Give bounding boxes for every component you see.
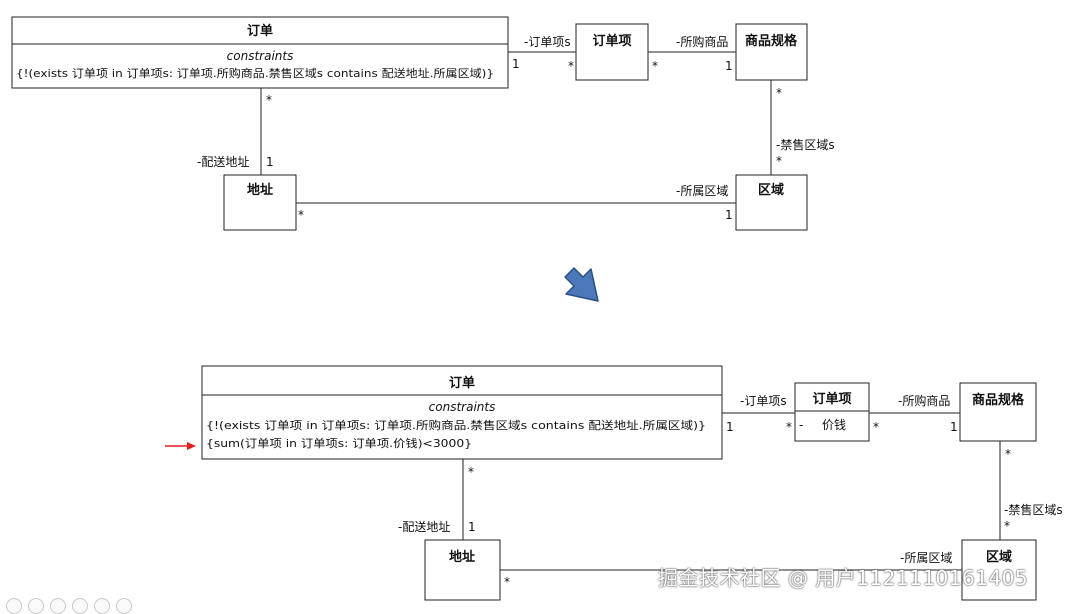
top-order-item-title: 订单项 bbox=[592, 33, 631, 49]
bottom-role-forbidden-regions: -禁售区域s bbox=[1004, 502, 1063, 517]
bottom-mult-forbidden-region: * bbox=[1004, 519, 1010, 533]
highlight-arrow-icon bbox=[165, 442, 196, 450]
top-role-order-items: -订单项s bbox=[524, 35, 571, 49]
top-role-purchased-product: -所购商品 bbox=[676, 34, 728, 49]
bottom-order-constraint-2: {sum(订单项 in 订单项s: 订单项.价钱)<3000} bbox=[206, 436, 472, 450]
top-diagram: 订单 constraints {!(exists 订单项 in 订单项s: 订单… bbox=[11, 16, 835, 231]
bottom-order-title: 订单 bbox=[449, 375, 475, 391]
top-mult-purchased-item: * bbox=[652, 59, 658, 73]
bottom-mult-belonging-address: * bbox=[504, 575, 510, 589]
top-mult-purchased-product: 1 bbox=[725, 59, 733, 73]
bottom-product-spec-title: 商品规格 bbox=[972, 392, 1025, 408]
top-class-product-spec: 商品规格 bbox=[735, 23, 808, 81]
top-class-order: 订单 constraints {!(exists 订单项 in 订单项s: 订单… bbox=[11, 16, 509, 89]
bottom-mult-purchased-product: 1 bbox=[950, 420, 958, 434]
top-order-title: 订单 bbox=[247, 23, 273, 39]
bottom-order-item-attr-price: 价钱 bbox=[822, 417, 846, 432]
bottom-class-address: 地址 bbox=[424, 539, 501, 601]
bottom-mult-delivery-address: 1 bbox=[468, 520, 476, 534]
top-class-address: 地址 bbox=[223, 174, 297, 231]
transform-arrow-icon bbox=[564, 267, 599, 302]
bottom-order-item-title: 订单项 bbox=[812, 391, 851, 407]
bottom-mult-order-items-item: * bbox=[786, 420, 792, 434]
bottom-class-order: 订单 constraints {!(exists 订单项 in 订单项s: 订单… bbox=[201, 365, 723, 460]
top-role-belonging-region: -所属区域 bbox=[676, 184, 728, 198]
bottom-role-delivery-address: -配送地址 bbox=[398, 519, 450, 534]
bottom-role-order-items: -订单项s bbox=[740, 394, 787, 408]
bottom-order-stereotype: constraints bbox=[429, 400, 496, 414]
bottom-toolbar bbox=[6, 598, 132, 614]
top-mult-belonging-region: 1 bbox=[725, 208, 733, 222]
bottom-class-order-item: 订单项 - 价钱 bbox=[794, 382, 870, 442]
top-class-order-item: 订单项 bbox=[575, 23, 649, 81]
bottom-class-product-spec: 商品规格 bbox=[959, 382, 1037, 442]
top-mult-delivery-order: * bbox=[266, 93, 272, 107]
bottom-region-title: 区域 bbox=[986, 549, 1012, 565]
top-address-title: 地址 bbox=[247, 182, 273, 198]
bottom-mult-order-items-order: 1 bbox=[726, 420, 734, 434]
bottom-mult-purchased-item: * bbox=[873, 420, 879, 434]
top-class-region: 区域 bbox=[735, 174, 808, 231]
top-order-constraint-1: {!(exists 订单项 in 订单项s: 订单项.所购商品.禁售区域s co… bbox=[16, 66, 494, 80]
bottom-role-belonging-region: -所属区域 bbox=[900, 551, 952, 565]
bottom-mult-delivery-order: * bbox=[468, 465, 474, 479]
bottom-diagram: 订单 constraints {!(exists 订单项 in 订单项s: 订单… bbox=[165, 365, 1063, 601]
bottom-class-region: 区域 bbox=[961, 539, 1037, 601]
top-mult-delivery-address: 1 bbox=[266, 155, 274, 169]
top-mult-order-items-order: 1 bbox=[512, 57, 520, 71]
top-product-spec-title: 商品规格 bbox=[745, 33, 798, 49]
top-mult-forbidden-product: * bbox=[776, 86, 782, 100]
bottom-address-title: 地址 bbox=[449, 549, 475, 565]
bottom-role-purchased-product: -所购商品 bbox=[898, 393, 950, 408]
top-role-delivery-address: -配送地址 bbox=[197, 154, 249, 169]
top-role-forbidden-regions: -禁售区域s bbox=[776, 137, 835, 152]
top-region-title: 区域 bbox=[758, 182, 784, 198]
bottom-mult-forbidden-product: * bbox=[1005, 447, 1011, 461]
top-mult-belonging-address: * bbox=[298, 208, 304, 222]
watermark: 掘金技术社区 @ 用户1121110161405 bbox=[658, 566, 1029, 590]
bottom-order-constraint-1: {!(exists 订单项 in 订单项s: 订单项.所购商品.禁售区域s co… bbox=[206, 418, 706, 432]
bottom-order-item-attr-visibility: - bbox=[799, 418, 803, 432]
top-order-stereotype: constraints bbox=[227, 49, 294, 63]
top-mult-forbidden-region: * bbox=[776, 154, 782, 168]
top-mult-order-items-item: * bbox=[568, 59, 574, 73]
